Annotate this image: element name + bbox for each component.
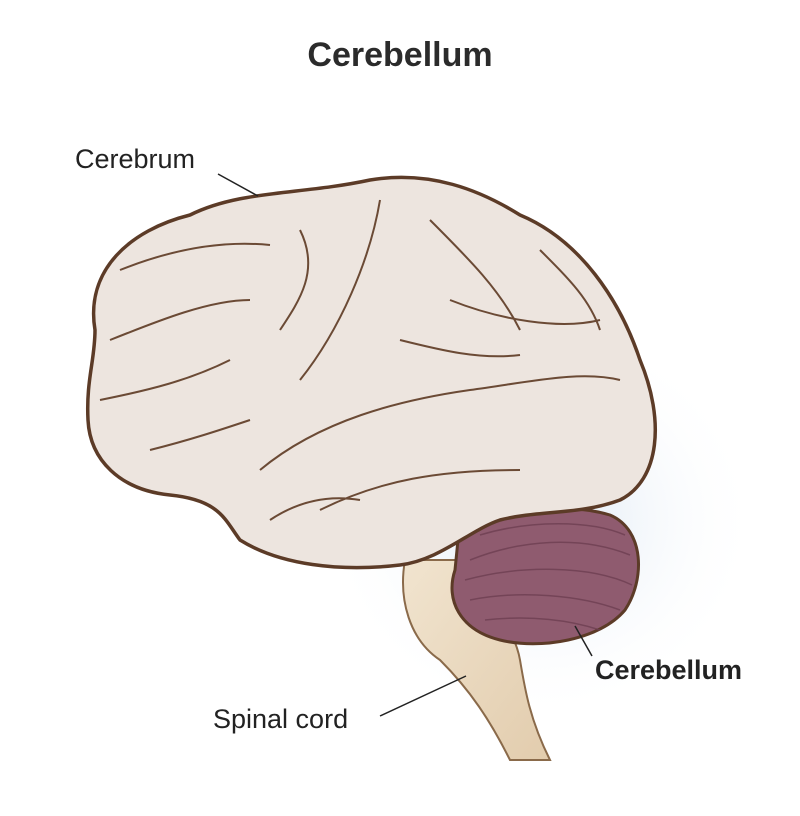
cerebellum-folia — [464, 523, 633, 631]
cerebrum-leader-line — [217, 173, 259, 197]
cerebrum-sulci — [99, 199, 621, 521]
label-spinal-cord: Spinal cord — [213, 704, 349, 734]
diagram-title: Cerebellum — [307, 36, 493, 74]
cerebellum-leader-line — [574, 625, 593, 657]
spinal-cord-leader-line — [379, 675, 467, 717]
label-cerebellum: Cerebellum — [595, 655, 743, 685]
label-cerebrum: Cerebrum — [75, 144, 196, 174]
